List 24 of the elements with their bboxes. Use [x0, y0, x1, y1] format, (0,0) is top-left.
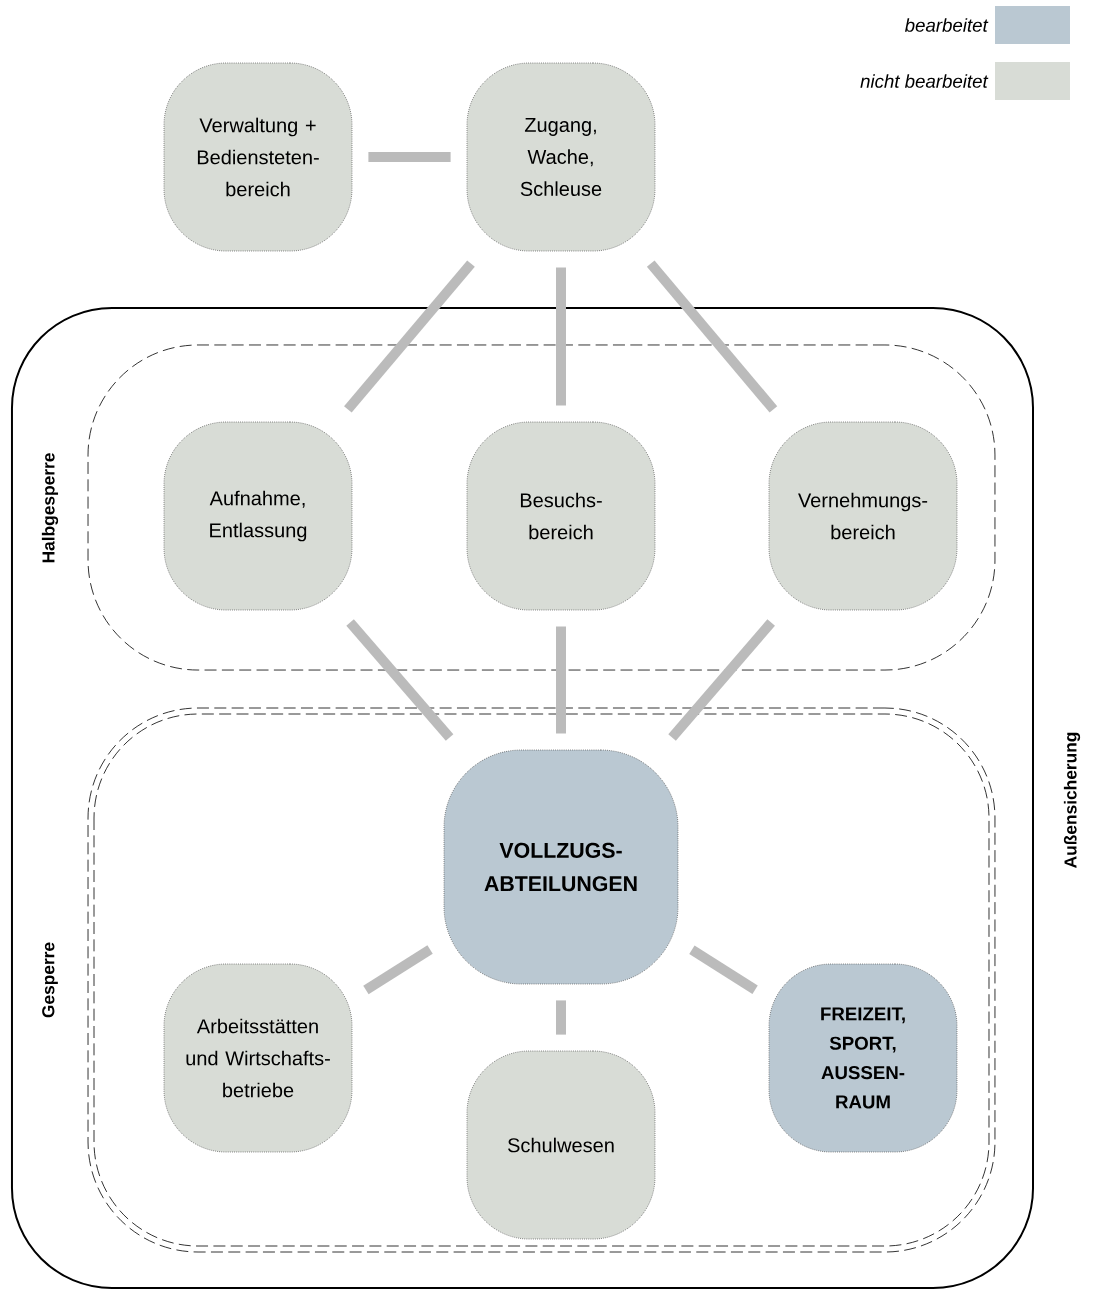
- area-box: Verwaltung + Bediensteten- bereich: [163, 62, 353, 252]
- legend-label: bearbeitet: [905, 18, 989, 32]
- connector-bar: [668, 619, 775, 741]
- connector-bar: [646, 260, 778, 413]
- connector-bar: [556, 267, 566, 406]
- connector-bar: [368, 152, 451, 162]
- area-box: Schulwesen: [466, 1050, 656, 1240]
- connector-bar: [363, 945, 433, 995]
- area-box: Zugang, Wache, Schleuse: [466, 62, 656, 252]
- connector-bar: [346, 619, 454, 741]
- zone-label: Gesperre: [42, 942, 58, 1018]
- area-box: Arbeitsstätten und Wirtschafts- betriebe: [163, 963, 353, 1153]
- zone-label: Außensicherung: [1063, 732, 1081, 868]
- area-box: Besuchs- bereich: [466, 421, 656, 611]
- legend-label: nicht bearbeitet: [860, 74, 989, 88]
- connector-bar: [344, 260, 475, 413]
- connector-bar: [556, 1000, 566, 1035]
- area-box: Vernehmungs- bereich: [768, 421, 958, 611]
- area-box: FREIZEIT, SPORT, AUSSEN- RAUM: [768, 963, 958, 1153]
- connector-bar: [689, 945, 758, 995]
- zone-label: Halbgesperre: [41, 453, 59, 563]
- connector-bar: [556, 626, 566, 734]
- area-box: Aufnahme, Entlassung: [163, 421, 353, 611]
- area-box: VOLLZUGS- ABTEILUNGEN: [443, 749, 679, 985]
